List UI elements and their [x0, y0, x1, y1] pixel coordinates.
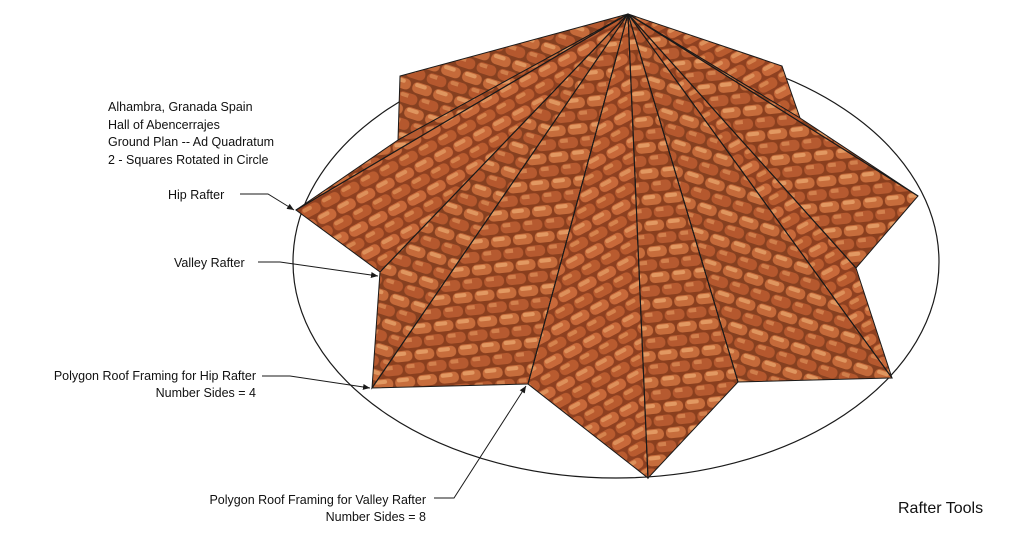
title-block: Alhambra, Granada Spain Hall of Abencerr… [108, 99, 274, 169]
title-line-1: Alhambra, Granada Spain [108, 100, 253, 114]
polygon-hip-line-1: Polygon Roof Framing for Hip Rafter [53, 369, 256, 383]
title-line-2: Hall of Abencerrajes [108, 117, 220, 132]
leader-hip-rafter [240, 193, 295, 211]
polygon-valley-label: Polygon Roof Framing for Valley Rafter N… [180, 492, 426, 526]
polygon-hip-label: Polygon Roof Framing for Hip Rafter Numb… [22, 368, 256, 402]
polygon-valley-line-2: Number Sides = 8 [325, 510, 426, 524]
rafter-ridges [295, 13, 919, 479]
brand-label: Rafter Tools [898, 500, 984, 517]
hip-rafter-label: Hip Rafter [168, 188, 225, 202]
valley-rafter-label: Valley Rafter [174, 256, 245, 270]
leader-polygon-valley [434, 385, 527, 499]
title-line-4: 2 - Squares Rotated in Circle [108, 152, 269, 167]
polygon-valley-line-1: Polygon Roof Framing for Valley Rafter [209, 493, 426, 507]
polygon-hip-line-2: Number Sides = 4 [155, 386, 256, 400]
title-line-3: Ground Plan -- Ad Quadratum [108, 135, 275, 149]
leader-polygon-hip [262, 375, 371, 390]
leader-valley-rafter [258, 261, 379, 278]
